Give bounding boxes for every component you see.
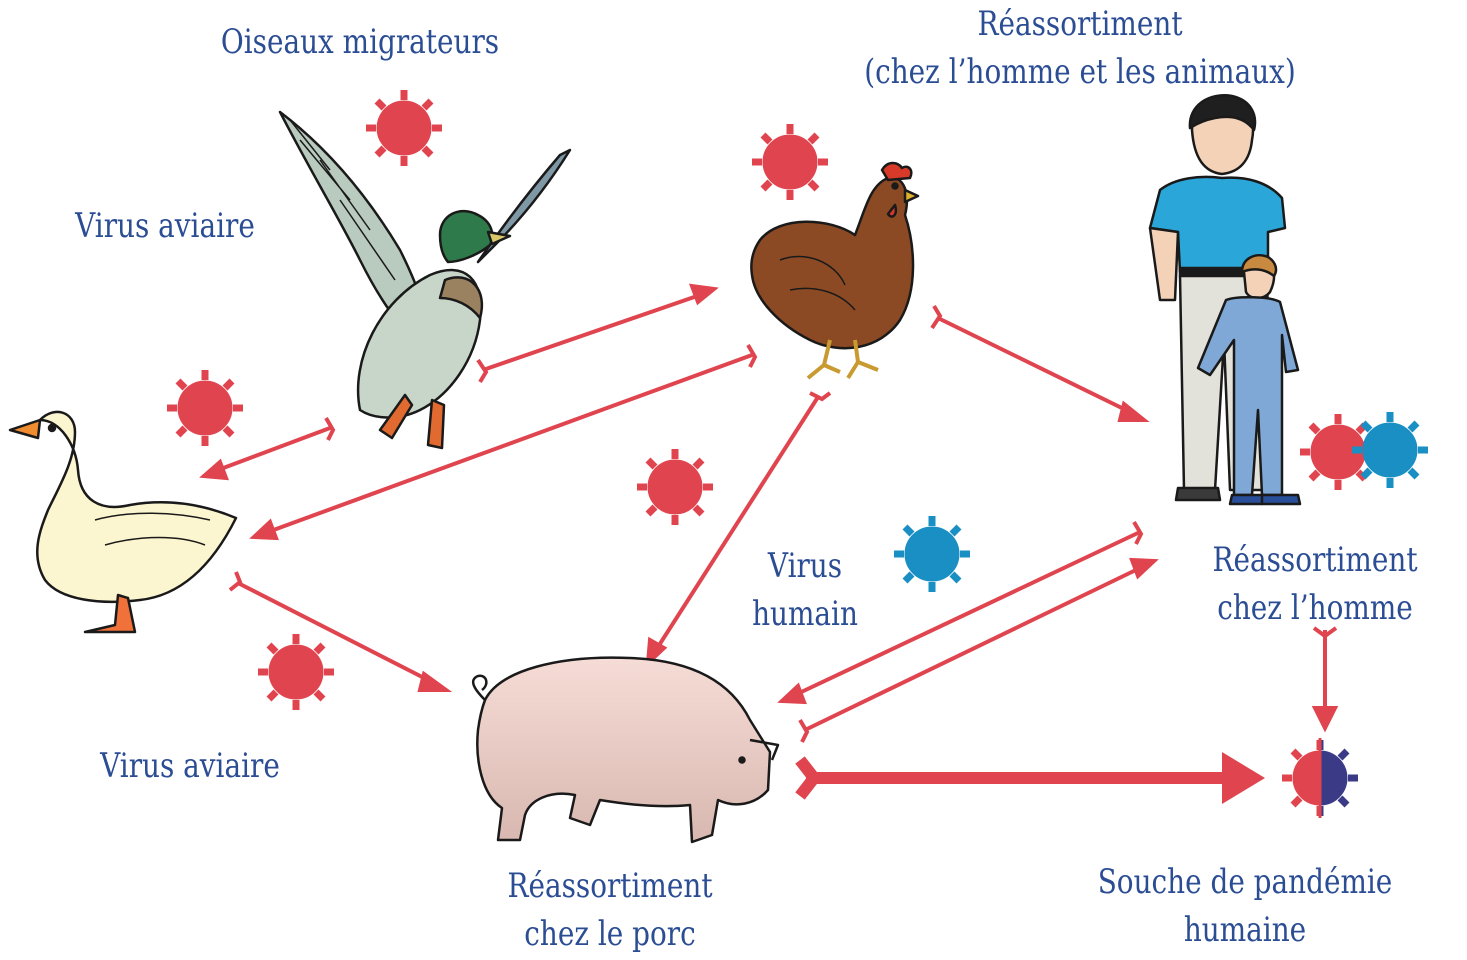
- human-reassortment-line2: chez l’homme: [1196, 584, 1434, 632]
- reassortment-title-line1: Réassortiment: [834, 0, 1326, 48]
- pandemic-virus-icon: [1282, 738, 1358, 818]
- pig-reassortment-line2: chez le porc: [487, 910, 733, 958]
- arrow-hen-to-human: [932, 306, 1144, 420]
- pandemic-strain-line1: Souche de pandémie: [1085, 858, 1405, 906]
- man-and-child-icon: [1150, 95, 1300, 504]
- avian-virus-icon: [258, 634, 334, 710]
- reassortment-title-line2: (chez l’homme et les animaux): [834, 48, 1326, 96]
- pandemic-strain-label: Souche de pandémie humaine: [1085, 858, 1405, 954]
- human-virus-line2: humain: [723, 590, 887, 638]
- human-virus-icon: [894, 516, 970, 592]
- human-virus-line1: Virus: [723, 542, 887, 590]
- pandemic-strain-line2: humaine: [1085, 906, 1405, 954]
- pig-reassortment-line1: Réassortiment: [487, 862, 733, 910]
- arrow-duck-to-hen: [478, 286, 714, 382]
- arrow-human-to-pandemic: [1314, 628, 1336, 728]
- pig-reassortment-label: Réassortiment chez le porc: [487, 862, 733, 958]
- human-reassortment-label: Réassortiment chez l’homme: [1196, 536, 1434, 632]
- avian-virus-icon: [637, 449, 713, 525]
- avian-virus-label-bottom: Virus aviaire: [71, 742, 309, 790]
- migratory-birds-label: Oiseaux migrateurs: [196, 18, 524, 66]
- mallard-duck-icon: [280, 112, 570, 448]
- human-virus-icon: [1352, 412, 1428, 488]
- avian-virus-icon: [752, 124, 828, 200]
- pig-icon: [473, 658, 778, 842]
- arrow-pig-to-pandemic: [800, 752, 1265, 804]
- human-virus-label: Virus humain: [723, 542, 887, 638]
- avian-virus-icon: [167, 370, 243, 446]
- reassortment-title-label: Réassortiment (chez l’homme et les anima…: [834, 0, 1326, 96]
- hen-icon: [751, 163, 918, 378]
- avian-virus-label-top: Virus aviaire: [46, 202, 284, 250]
- avian-virus-icon: [366, 90, 442, 166]
- human-reassortment-line1: Réassortiment: [1196, 536, 1434, 584]
